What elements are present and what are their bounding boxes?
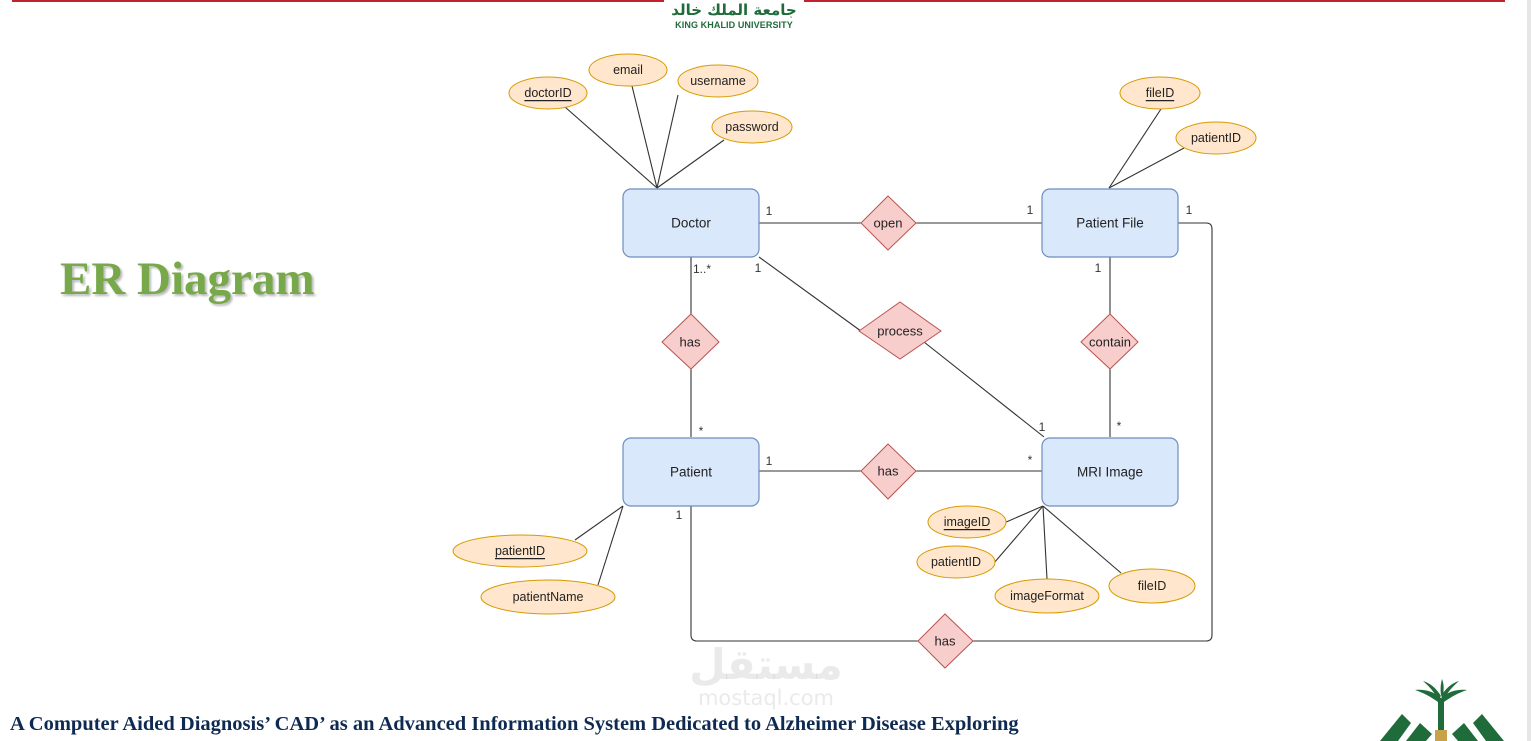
connector-mri-patientid bbox=[993, 505, 1044, 564]
relationship-patient-file-has-label: has bbox=[935, 634, 956, 649]
cardinality-mri-contain: * bbox=[1117, 419, 1122, 433]
palm-logo-icon bbox=[1380, 679, 1504, 741]
entity-patient-file-label: Patient File bbox=[1076, 216, 1144, 231]
cardinality-patient-has-mri: 1 bbox=[766, 454, 773, 468]
logo-english-text: KING KHALID UNIVERSITY bbox=[675, 20, 793, 30]
cardinality-doctor-open: 1 bbox=[766, 204, 773, 218]
cardinality-labels: 1 1 1 1..* 1 1 * 1 * 1 * 1 bbox=[676, 203, 1193, 522]
entity-patient-label: Patient bbox=[670, 465, 712, 480]
connector-patient-patientid bbox=[574, 505, 624, 541]
relationships bbox=[661, 195, 1139, 669]
logo-arabic-text: جامعة الملك خالد bbox=[671, 1, 797, 19]
attribute-doctorid-label: doctorID bbox=[524, 86, 571, 100]
relationship-patient-file-has bbox=[917, 613, 974, 669]
attribute-fileid-label: fileID bbox=[1146, 86, 1174, 100]
entity-mri-image-label: MRI Image bbox=[1077, 465, 1143, 480]
attribute-mri-fileid-label: fileID bbox=[1138, 579, 1166, 593]
relationship-doctor-has-label: has bbox=[680, 335, 701, 350]
entity-labels: Doctor Patient File Patient MRI Image bbox=[670, 216, 1144, 480]
connector-mri-fileid bbox=[1042, 505, 1122, 574]
cardinality-doctor-process: 1 bbox=[755, 261, 762, 275]
entity-doctor-label: Doctor bbox=[671, 216, 711, 231]
attribute-imageformat-shape bbox=[994, 578, 1100, 614]
connectors bbox=[564, 85, 1213, 642]
relationship-process bbox=[858, 301, 942, 360]
attribute-doctorid-shape bbox=[508, 76, 588, 110]
attribute-patientid-shape bbox=[452, 534, 588, 568]
relationship-open-label: open bbox=[874, 216, 903, 231]
slide-title: ER Diagram bbox=[60, 253, 315, 305]
cardinality-doctor-has-patient: 1..* bbox=[693, 262, 711, 276]
cardinality-file-has: 1 bbox=[1186, 203, 1193, 217]
attribute-patientname-label: patientName bbox=[513, 590, 584, 604]
relationship-contain bbox=[1080, 313, 1139, 370]
entity-patient-file-box bbox=[1041, 188, 1179, 258]
relationship-open bbox=[860, 195, 917, 251]
connector-mri-imageid bbox=[1003, 505, 1044, 524]
cardinality-file-open: 1 bbox=[1027, 203, 1034, 217]
relationship-contain-label: contain bbox=[1089, 335, 1131, 350]
attribute-password-shape bbox=[711, 110, 793, 144]
connector-patient-has-file-loop bbox=[690, 222, 1213, 642]
attribute-mri-fileid-shape bbox=[1108, 568, 1196, 604]
attribute-fileid-shape bbox=[1119, 76, 1201, 110]
connector-process-mri bbox=[923, 341, 1045, 438]
connector-password bbox=[656, 139, 725, 189]
right-edge-bar bbox=[1527, 0, 1531, 741]
attribute-patientname-shape bbox=[480, 579, 616, 615]
cardinality-file-contain: 1 bbox=[1095, 261, 1102, 275]
connector-doctorid bbox=[564, 106, 658, 189]
attribute-username-label: username bbox=[690, 74, 746, 88]
attribute-file-patientid-shape bbox=[1175, 121, 1257, 155]
connector-patient-patientname bbox=[597, 505, 624, 586]
attribute-imageid-label: imageID bbox=[944, 515, 991, 529]
connector-file-fileid bbox=[1108, 108, 1162, 189]
attribute-patientid-label: patientID bbox=[495, 544, 545, 558]
connector-file-patientid bbox=[1108, 147, 1185, 189]
connector-username bbox=[656, 94, 679, 189]
attribute-email-shape bbox=[588, 53, 668, 87]
attribute-file-patientid-label: patientID bbox=[1191, 131, 1241, 145]
relationship-doctor-patient-has bbox=[661, 313, 720, 370]
attribute-mri-patientid-label: patientID bbox=[931, 555, 981, 569]
relationship-labels: open has process contain has has bbox=[680, 216, 1131, 649]
connector-mri-imageformat bbox=[1042, 505, 1048, 580]
university-logo: جامعة الملك خالد KING KHALID UNIVERSITY bbox=[664, 0, 804, 36]
attribute-email-label: email bbox=[613, 63, 643, 77]
attribute-username-shape bbox=[677, 64, 759, 98]
relationship-process-label: process bbox=[877, 324, 923, 339]
footer-title: A Computer Aided Diagnosis’ CAD’ as an A… bbox=[10, 713, 1019, 735]
attribute-labels: doctorID email username password fileID … bbox=[495, 63, 1241, 604]
cardinality-mri-has-patient: * bbox=[1028, 453, 1033, 467]
attributes bbox=[452, 53, 1257, 615]
relationship-patient-mri-has-label: has bbox=[878, 464, 899, 479]
cardinality-patient-has-file: 1 bbox=[676, 508, 683, 522]
attribute-imageid-shape bbox=[927, 505, 1007, 539]
entity-patient-box bbox=[622, 437, 760, 507]
entity-mri-image-box bbox=[1041, 437, 1179, 507]
relationship-patient-mri-has bbox=[860, 443, 917, 500]
entities bbox=[622, 188, 1179, 507]
cardinality-patient-has-doctor: * bbox=[699, 424, 704, 438]
connector-email bbox=[631, 85, 658, 189]
attribute-password-label: password bbox=[725, 120, 779, 134]
cardinality-mri-process: 1 bbox=[1039, 420, 1046, 434]
connector-doctor-process bbox=[758, 256, 877, 343]
attribute-imageformat-label: imageFormat bbox=[1010, 589, 1084, 603]
attribute-mri-patientid-shape bbox=[916, 545, 996, 579]
entity-doctor-box bbox=[622, 188, 760, 258]
